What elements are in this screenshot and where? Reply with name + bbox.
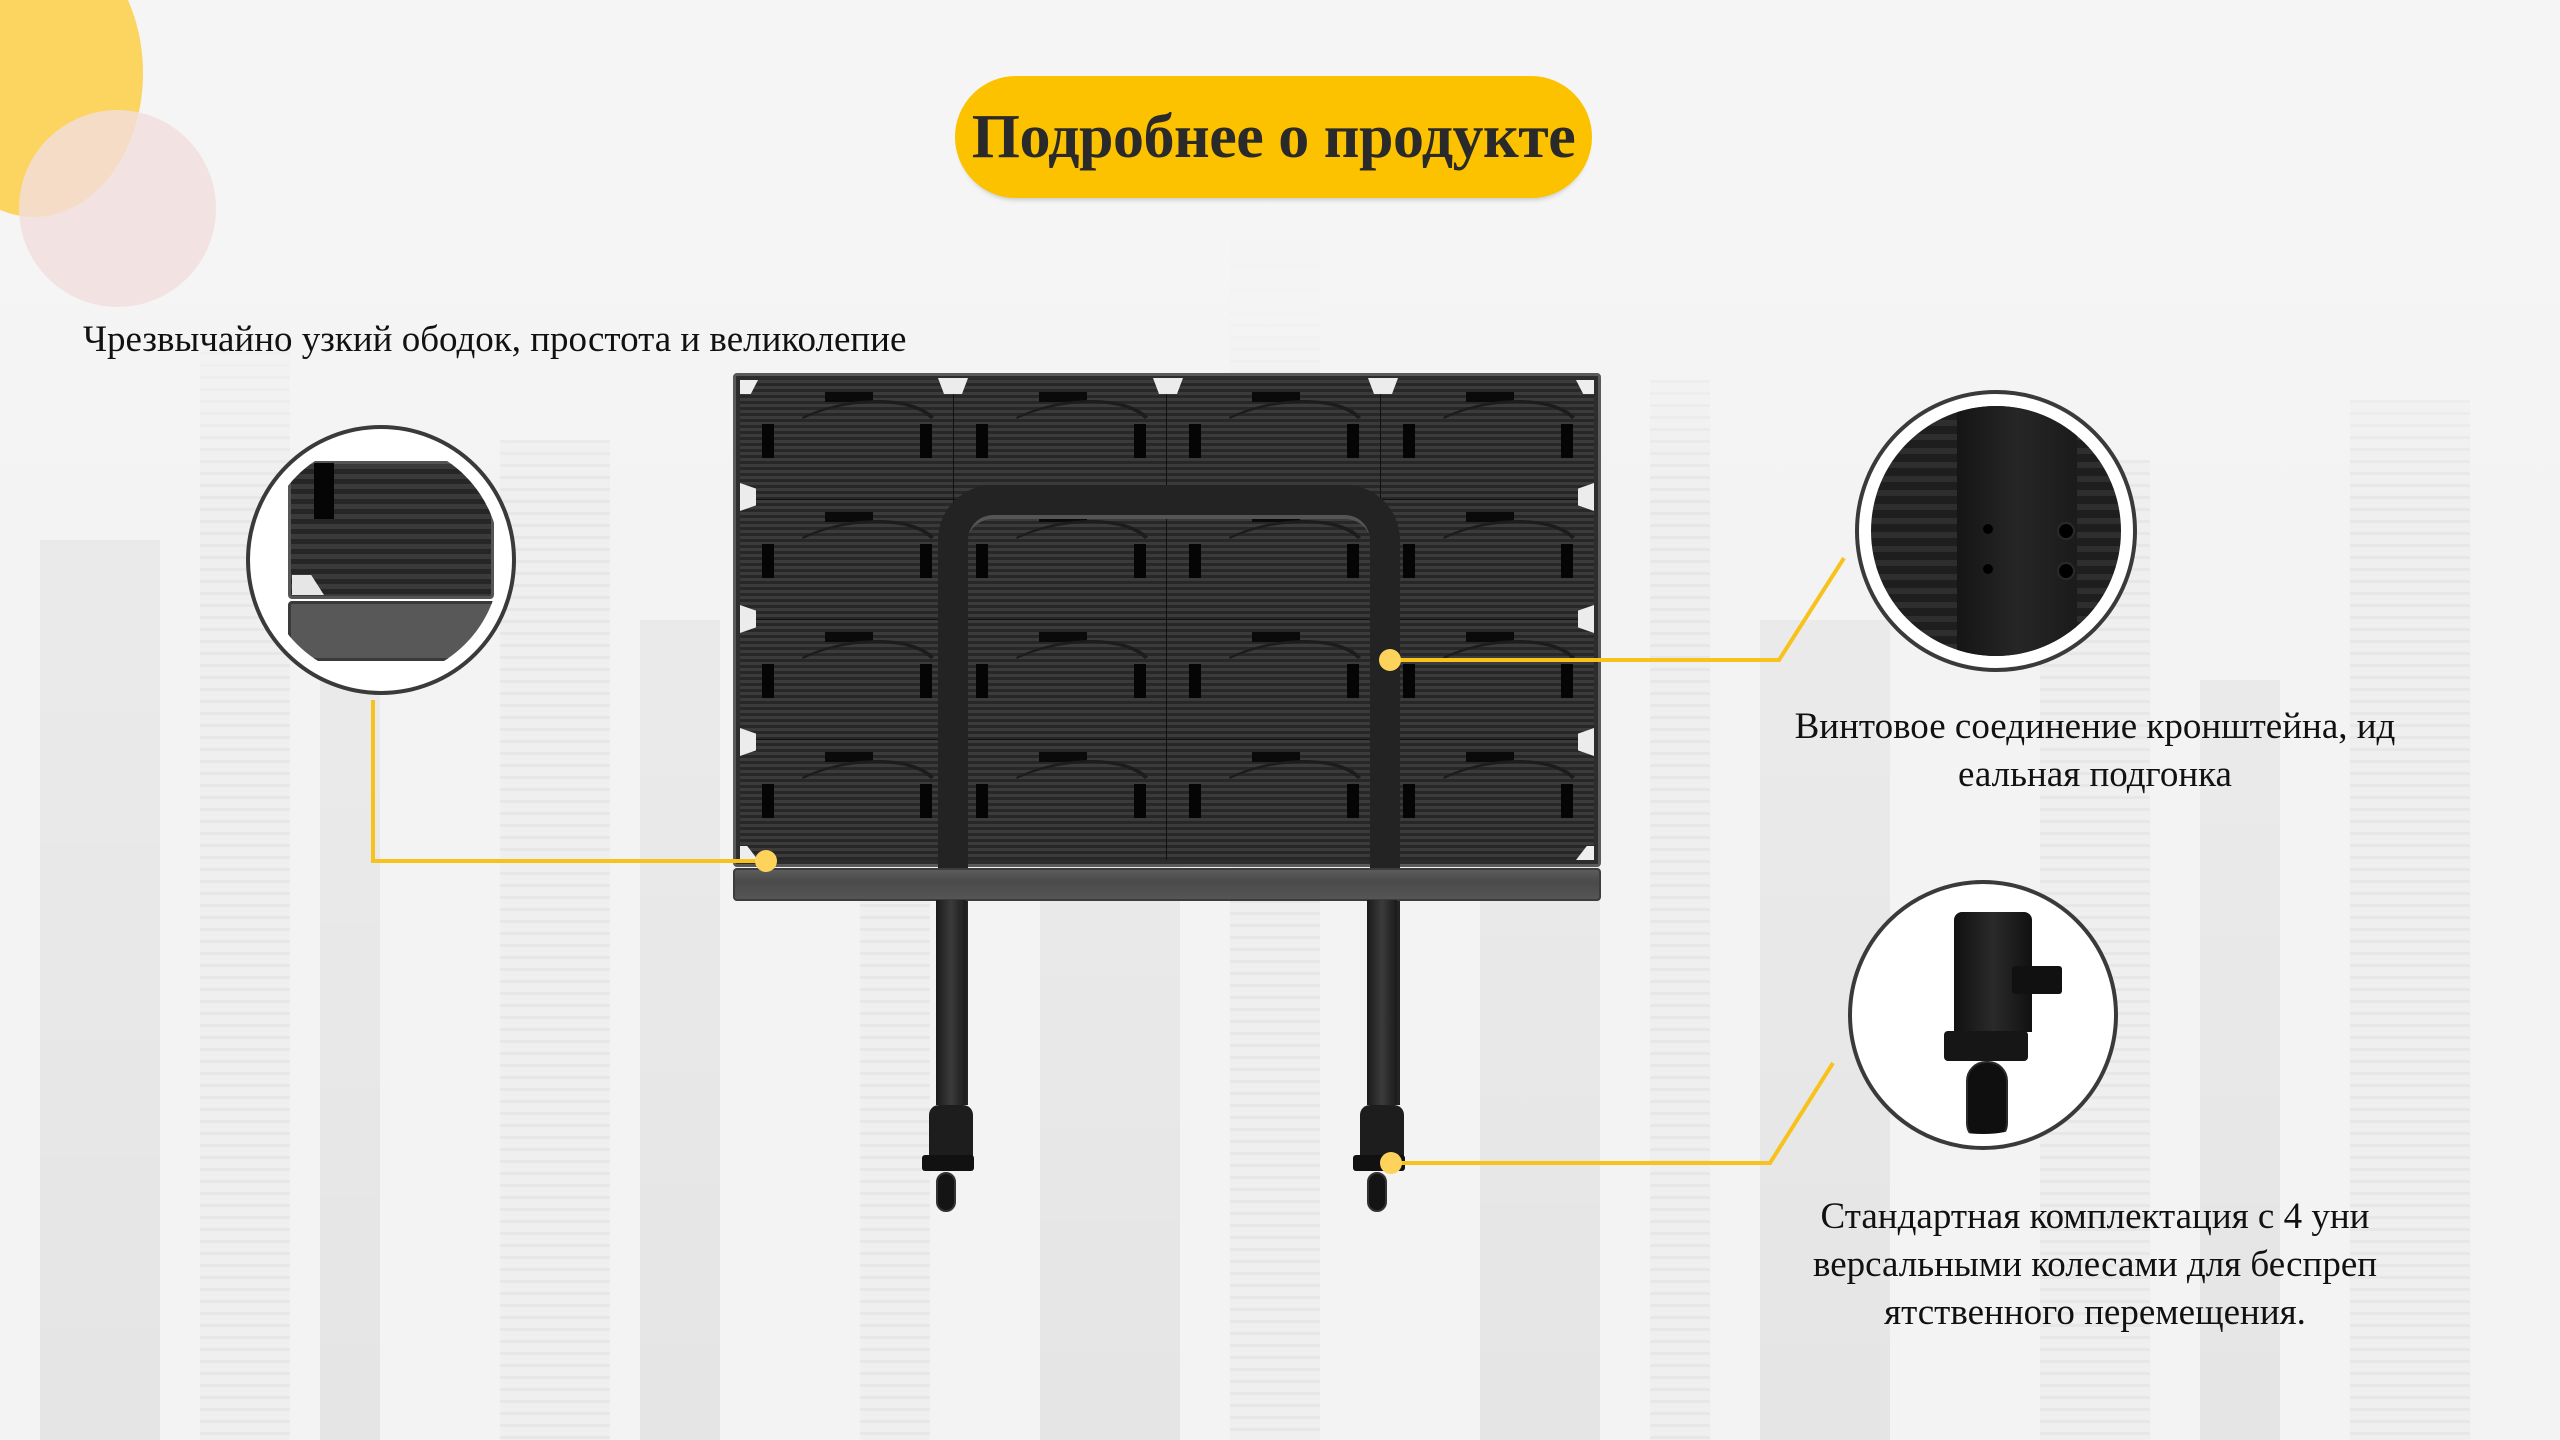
panel-bottom-bezel: [733, 868, 1601, 901]
feature-caption-bracket: Винтовое соединение кронштейна, ид еальн…: [1735, 703, 2455, 799]
hotspot-dot-wheel: [1380, 1152, 1402, 1174]
page-title: Подробнее о продукте: [971, 102, 1576, 171]
hotspot-dot-bezel: [755, 850, 777, 872]
feature-caption-wheels: Стандартная комплектация с 4 уни версаль…: [1735, 1193, 2455, 1337]
hotspot-dot-bracket: [1379, 649, 1401, 671]
feature-caption-bezel: Чрезвычайно узкий ободок, простота и вел…: [83, 319, 907, 360]
stand-leg-left: [936, 900, 966, 1105]
caption-line: версальными колесами для беспреп: [1812, 1244, 2378, 1285]
caster-wheel-closeup-icon: [1864, 896, 2102, 1134]
callout-bracket-closeup: [1855, 390, 2137, 672]
caption-line: Винтовое соединение кронштейна, ид: [1794, 706, 2396, 747]
page-title-pill: Подробнее о продукте: [955, 76, 1592, 198]
caption-line: Стандартная комплектация с 4 уни: [1820, 1196, 2370, 1237]
bracket-screw-closeup-icon: [1871, 406, 2121, 656]
module-grid: [740, 380, 1594, 860]
panel-corner-closeup-icon: [262, 441, 500, 679]
stand-leg-right: [1367, 900, 1397, 1105]
stand-frame-arch: [938, 485, 1400, 1105]
caption-line: ятственного перемещения.: [1884, 1292, 2306, 1333]
callout-bezel-closeup: [246, 425, 516, 695]
callout-wheel-closeup: [1848, 880, 2118, 1150]
decorative-pink-circle: [19, 110, 216, 307]
caption-line: еальная подгонка: [1958, 754, 2232, 795]
